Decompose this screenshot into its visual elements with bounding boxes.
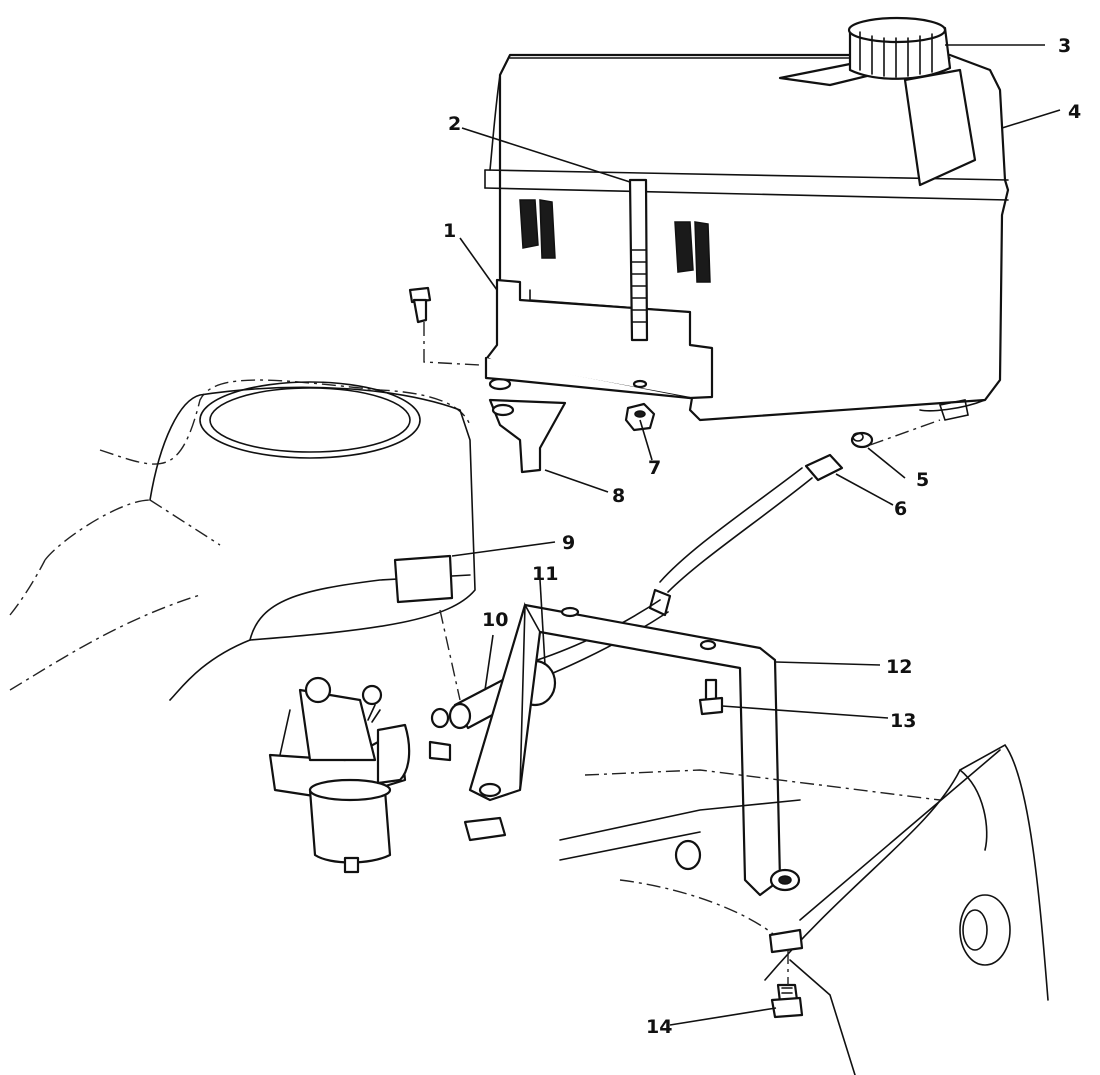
fuel-cap [847,16,952,80]
callouts: 1 2 3 4 5 6 7 8 9 10 11 12 13 14 [443,35,1081,1038]
decal [393,554,454,604]
callout-1: 1 [443,220,456,242]
carburetor [268,676,452,874]
callout-4: 4 [1068,101,1081,123]
frame [559,743,1049,1075]
callout-9: 9 [562,532,575,554]
callout-7: 7 [648,457,661,479]
callout-5: 5 [916,469,929,491]
callout-11: 11 [532,563,558,585]
callout-14: 14 [646,1016,672,1038]
support-bracket [468,602,801,897]
nut-clip [463,816,507,842]
callout-10: 10 [482,609,508,631]
screw [698,678,724,716]
bracket-screw [408,286,481,366]
tank-bracket [484,278,714,400]
leader-lines [451,44,1061,1026]
callout-6: 6 [894,498,907,520]
engine-shroud [9,379,476,701]
callout-13: 13 [890,710,916,732]
callout-8: 8 [612,485,625,507]
fuel-line [519,399,969,683]
callout-2: 2 [448,113,461,135]
tank-strap [628,178,649,342]
bolt [770,950,804,1019]
nut [624,402,656,432]
hose-clamp [850,431,874,449]
callout-3: 3 [1058,35,1071,57]
callout-12: 12 [886,656,912,678]
mounting-bracket [488,398,567,474]
